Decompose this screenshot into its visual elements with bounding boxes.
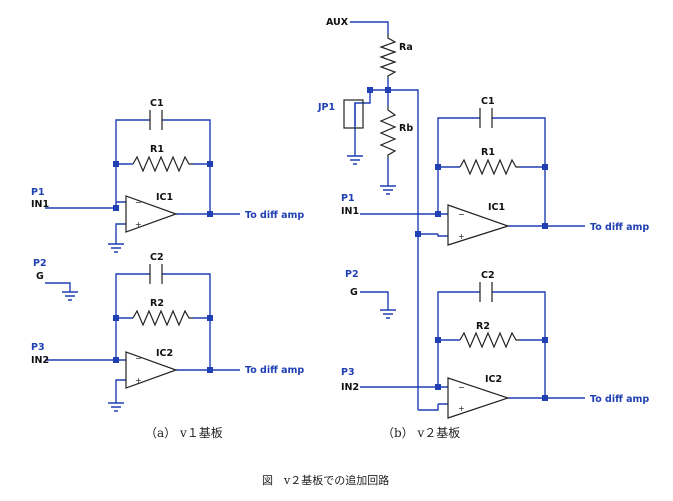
panel-b-ic1-label: IC1	[488, 202, 505, 213]
figure-caption: 図 v２基板での追加回路	[262, 473, 389, 487]
panel-b-c1-label: C1	[481, 96, 495, 107]
panel-b-r1-resistor	[459, 158, 520, 176]
panel-b-p3-label: P3	[341, 367, 355, 378]
panel-b-junction	[367, 87, 373, 93]
panel-a-c2-capacitor	[149, 264, 163, 284]
panel-b-rb-resistor	[379, 106, 397, 158]
panel-a-ic2-opamp	[125, 351, 178, 389]
panel-b-g-wires	[360, 291, 396, 319]
panel-b-stage2-wires	[360, 291, 585, 405]
panel-a-junction	[113, 357, 119, 363]
panel-a-g-wires	[45, 282, 78, 301]
panel-a-junction	[113, 161, 119, 167]
panel-b-junction	[542, 223, 548, 229]
panel-b-r2-label: R2	[476, 321, 490, 332]
panel-b-junction	[435, 384, 441, 390]
panel-a-ic2-plus: +	[135, 376, 142, 385]
panel-b-c2-label: C2	[481, 270, 495, 281]
panel-b-aux-wires	[347, 21, 439, 411]
panel-a-p2-label: P2	[33, 258, 47, 269]
panel-a-ic2-minus: −	[135, 354, 142, 363]
panel-b-ic1-minus: −	[458, 210, 465, 219]
panel-b-circuit: AUX Ra Rb JP1 C1 R1 IC1 − + P1 IN1 To di…	[317, 17, 649, 440]
panel-b-in1-label: IN1	[341, 206, 359, 217]
panel-b-junction	[542, 337, 548, 343]
panel-b-g-label: G	[350, 287, 358, 298]
panel-a-p3-label: P3	[31, 342, 45, 353]
panel-a-r2-resistor	[132, 309, 193, 327]
panel-b-junction	[542, 395, 548, 401]
panel-a-junction	[207, 367, 213, 373]
panel-a-circuit: C1 R1 IC1 − + P1 IN1 To diff amp P2 G C2…	[31, 98, 304, 440]
panel-b-r1-label: R1	[481, 147, 495, 158]
panel-b-junction	[435, 211, 441, 217]
panel-a-r2-label: R2	[150, 298, 164, 309]
panel-b-jp1-jumper	[343, 99, 364, 129]
panel-a-c2-label: C2	[150, 252, 164, 263]
panel-a-r1-label: R1	[150, 144, 164, 155]
panel-a-ic1-plus: +	[135, 220, 142, 229]
panel-a-in1-label: IN1	[31, 199, 49, 210]
panel-a-out2-label: To diff amp	[245, 365, 304, 376]
panel-a-junction	[113, 205, 119, 211]
panel-a-stage1-wires	[45, 119, 240, 253]
panel-b-junction	[542, 164, 548, 170]
panel-b-ic2-opamp	[447, 377, 510, 419]
panel-a-junction	[207, 161, 213, 167]
panel-b-aux-label: AUX	[326, 17, 349, 28]
panel-b-p1-label: P1	[341, 193, 355, 204]
panel-b-out2-label: To diff amp	[590, 394, 649, 405]
panel-a-junction	[207, 211, 213, 217]
panel-a-ic1-label: IC1	[156, 192, 173, 203]
panel-b-stage1-wires	[360, 117, 585, 237]
panel-b-rb-label: Rb	[399, 123, 413, 134]
panel-b-c2-capacitor	[479, 282, 493, 302]
panel-b-jp1-label: JP1	[317, 102, 335, 113]
panel-a-g-label: G	[36, 271, 44, 282]
panel-b-ic2-label: IC2	[485, 374, 502, 385]
panel-b-ic2-minus: −	[458, 383, 465, 392]
panel-a-c1-capacitor	[149, 110, 163, 130]
panel-b-caption: （b） v２基板	[382, 426, 460, 440]
panel-a-c1-label: C1	[150, 98, 164, 109]
panel-b-junction	[385, 87, 391, 93]
panel-a-ic2-label: IC2	[156, 348, 173, 359]
panel-a-ic1-opamp	[125, 195, 178, 233]
panel-a-junction	[207, 315, 213, 321]
panel-a-ic1-minus: −	[135, 198, 142, 207]
panel-b-junction	[415, 231, 421, 237]
panel-a-out1-label: To diff amp	[245, 210, 304, 221]
panel-b-out1-label: To diff amp	[590, 222, 649, 233]
panel-b-junction	[435, 337, 441, 343]
panel-b-r2-resistor	[459, 331, 520, 349]
panel-a-in2-label: IN2	[31, 355, 49, 366]
panel-b-ic2-plus: +	[458, 404, 465, 413]
panel-a-p1-label: P1	[31, 187, 45, 198]
panel-b-c1-capacitor	[479, 108, 493, 128]
panel-b-ra-label: Ra	[399, 42, 413, 53]
panel-b-ic1-opamp	[447, 204, 510, 246]
panel-b-junction	[435, 164, 441, 170]
panel-a-caption: （a） v１基板	[145, 426, 223, 440]
panel-a-r1-resistor	[132, 155, 193, 173]
panel-a-junction	[113, 315, 119, 321]
panel-b-in2-label: IN2	[341, 382, 359, 393]
panel-a-stage2-wires	[45, 273, 240, 412]
panel-b-p2-label: P2	[345, 269, 359, 280]
panel-b-ic1-plus: +	[458, 232, 465, 241]
panel-b-ra-resistor	[379, 34, 397, 78]
